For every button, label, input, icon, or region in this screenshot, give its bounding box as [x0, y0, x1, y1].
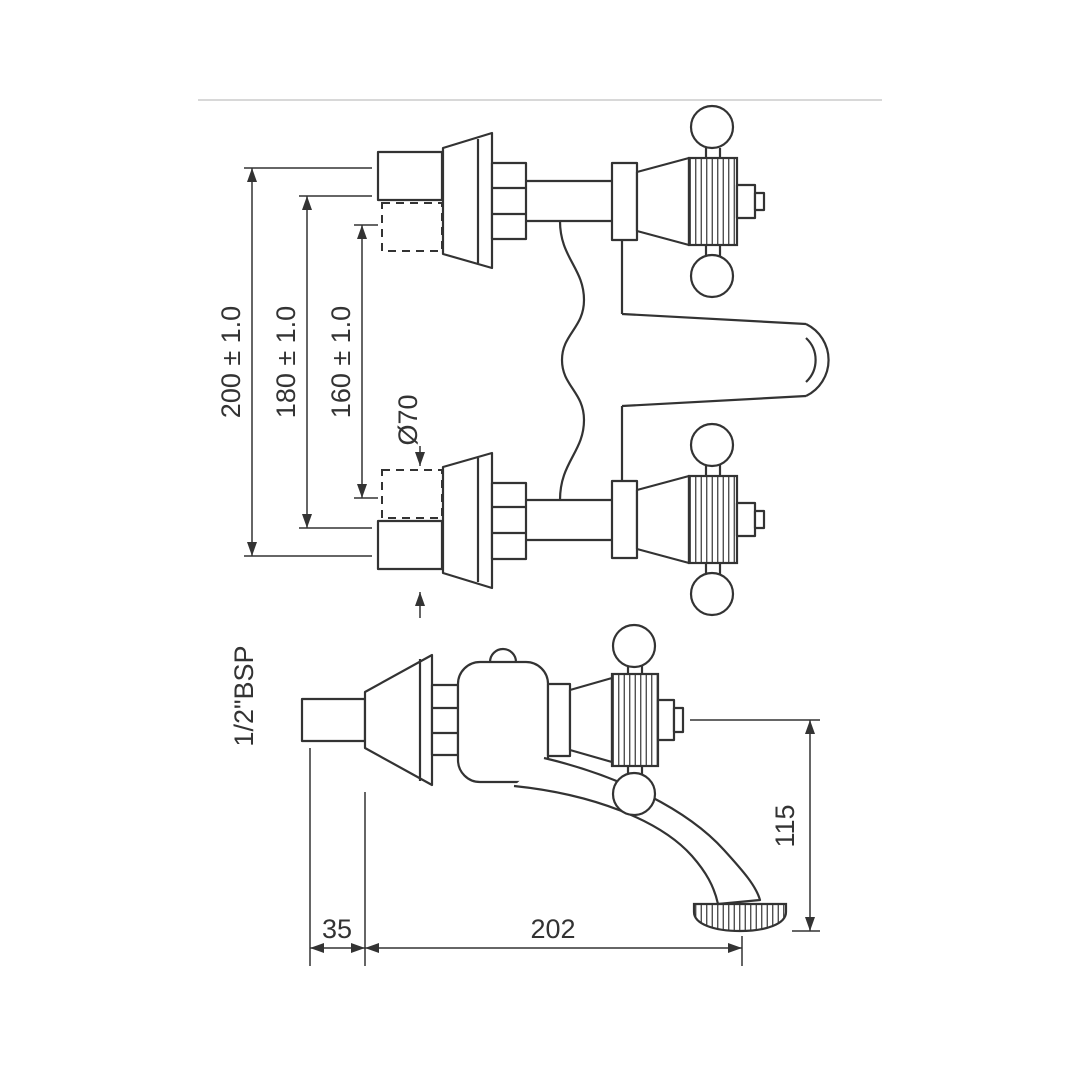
dim-dia70-label: Ø70 [393, 394, 423, 445]
lower-handle-cone [635, 474, 691, 565]
side-hex-nut [430, 683, 460, 757]
dim-115-label: 115 [770, 804, 800, 847]
plan-view-dimensions: 200 ± 1.0 180 ± 1.0 160 ± 1.0 Ø70 [216, 167, 425, 618]
spout-nose-outer-arc [805, 323, 830, 397]
side-handle-ball-top [611, 623, 657, 669]
upper-escutcheon-cone [441, 131, 494, 270]
upper-handle-cap [735, 183, 757, 220]
upper-inlet-assembly [376, 131, 612, 270]
side-handle-cone [568, 676, 614, 764]
spout-top-edge [621, 312, 807, 326]
lower-cross-handle [610, 422, 766, 617]
side-handle-ball-bottom [611, 771, 657, 817]
side-view-dimensions: 1/2"BSP 35 202 115 [229, 645, 820, 966]
side-valve-body [456, 647, 550, 784]
plan-view: 200 ± 1.0 180 ± 1.0 160 ± 1.0 Ø70 [216, 104, 830, 618]
dim-35-label: 35 [322, 914, 352, 944]
upper-handle-flange [610, 161, 639, 242]
side-view: 1/2"BSP 35 202 115 [229, 623, 820, 966]
side-handle-flange [546, 682, 572, 758]
side-spout [513, 756, 788, 933]
upper-handle-ball-bottom [689, 253, 735, 299]
upper-inlet-nipple-alt-position [381, 202, 443, 252]
upper-handle-cone [635, 156, 691, 247]
lower-escutcheon-cone [441, 451, 494, 590]
dim-202-label: 202 [530, 914, 575, 944]
side-handle-knurl-ring [610, 672, 660, 768]
lower-hex-nut [490, 481, 528, 561]
lower-inlet-nipple-alt-position [381, 469, 443, 519]
upper-hex-nut [490, 161, 528, 241]
lower-handle-ball-bottom [689, 571, 735, 617]
upper-handle-ball-top [689, 104, 735, 150]
side-inlet-assembly [300, 653, 460, 787]
side-inlet-nipple [300, 697, 367, 743]
valve-body-outline [456, 660, 550, 784]
lower-inlet-nipple [376, 519, 444, 571]
upper-cross-handle [610, 104, 766, 299]
dim-200-label: 200 ± 1.0 [216, 306, 246, 418]
side-handle-cap-tip [672, 706, 685, 734]
spout-bottom-edge [621, 394, 807, 408]
side-escutcheon-cone [363, 653, 434, 787]
upper-handle-knurl-ring [687, 156, 739, 247]
side-cross-handle [546, 623, 685, 817]
spout-fill [514, 758, 760, 904]
lower-inlet-assembly [376, 451, 612, 590]
upper-inlet-nipple [376, 150, 444, 202]
lower-handle-ball-top [689, 422, 735, 468]
lower-handle-cap [735, 501, 757, 538]
spout-aerator [692, 902, 788, 933]
spout-nose-inner-arc [805, 337, 817, 383]
side-handle-cap [656, 698, 676, 742]
lower-handle-flange [610, 479, 639, 560]
lower-handle-cap-tip [753, 509, 766, 530]
upper-handle-cap-tip [753, 191, 766, 212]
dim-160-label: 160 ± 1.0 [326, 306, 356, 418]
dim-bsp-label: 1/2"BSP [229, 645, 259, 746]
central-body-left-edge [558, 220, 586, 501]
valve-body-dome [488, 647, 518, 663]
lower-handle-knurl-ring [687, 474, 739, 565]
central-body-and-spout [558, 220, 830, 501]
dim-180-label: 180 ± 1.0 [271, 306, 301, 418]
